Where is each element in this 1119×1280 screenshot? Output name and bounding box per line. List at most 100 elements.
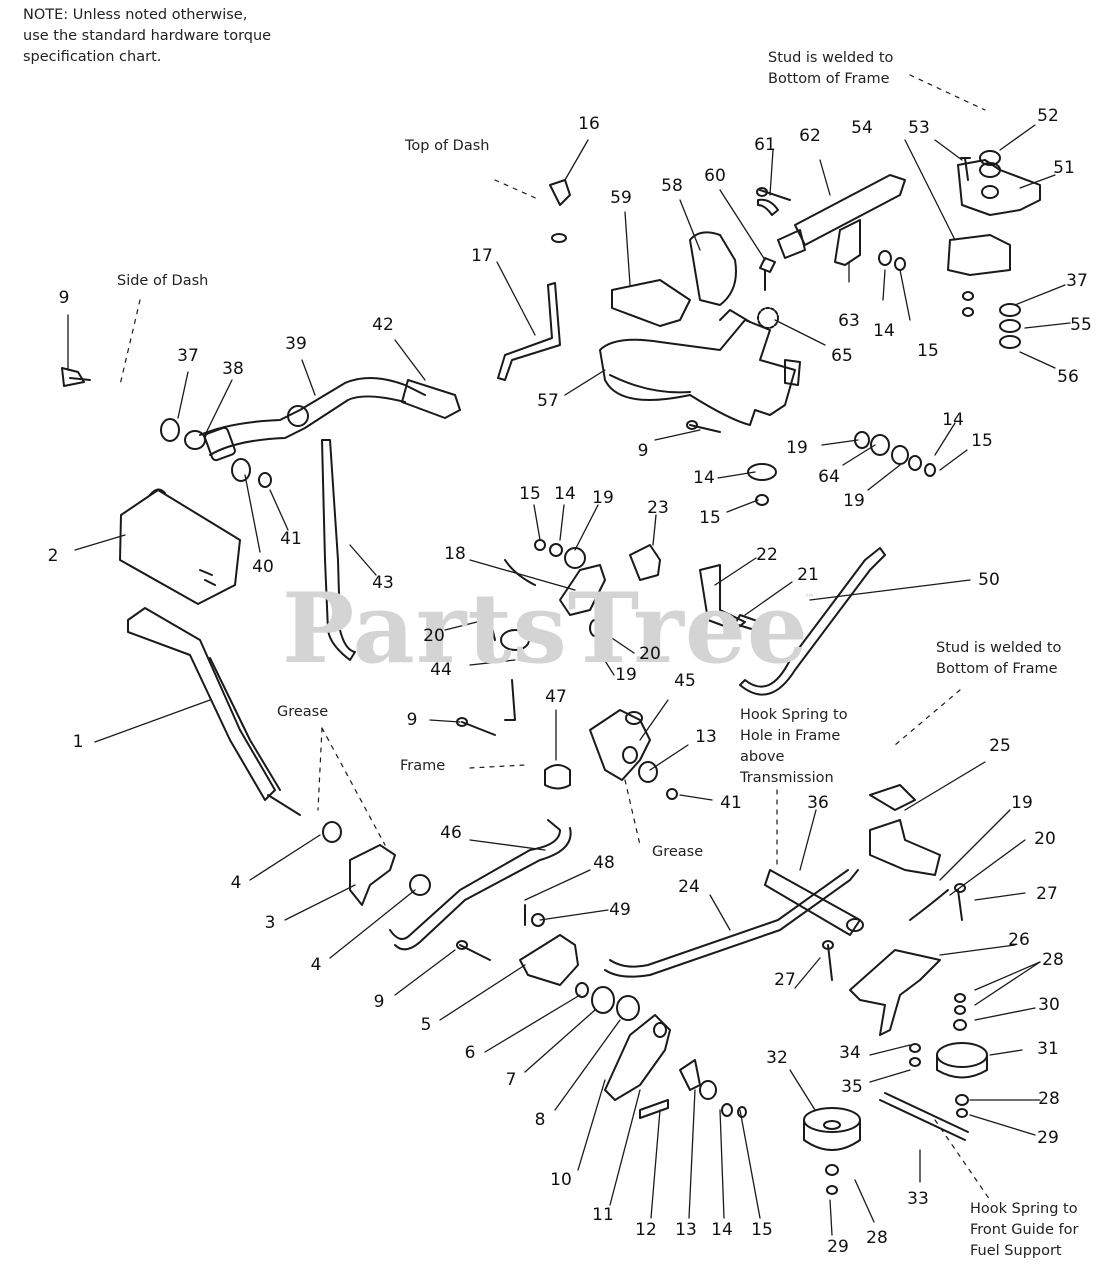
callout-number: 9	[58, 288, 70, 308]
callout-number: 12	[635, 1220, 657, 1240]
callout-number: 36	[807, 793, 829, 813]
callout-number: 18	[444, 544, 466, 564]
callout-number: 49	[609, 900, 631, 920]
callout-number: 51	[1053, 158, 1075, 178]
callout-number: 20	[1034, 829, 1056, 849]
callout-number: 30	[1038, 995, 1060, 1015]
callout-number: 45	[674, 671, 696, 691]
watermark-trademark: ™	[804, 592, 815, 605]
callout-number: 15	[751, 1220, 773, 1240]
callout-number: 19	[843, 491, 865, 511]
callout-number: 40	[252, 557, 274, 577]
callout-number: 17	[471, 246, 493, 266]
callout-number: 19	[786, 438, 808, 458]
callout-number: 53	[908, 118, 930, 138]
callout-number: 20	[639, 644, 661, 664]
callout-number: 27	[774, 970, 796, 990]
callout-number: 46	[440, 823, 462, 843]
callout-number: 16	[578, 114, 600, 134]
callout-number: 34	[839, 1043, 861, 1063]
callout-number: 10	[550, 1170, 572, 1190]
callout-number: 48	[593, 853, 615, 873]
side-of-dash-note: Side of Dash	[117, 273, 209, 289]
callout-number: 21	[797, 565, 819, 585]
callout-number: 20	[423, 626, 445, 646]
callout-number: 13	[675, 1220, 697, 1240]
callout-number: 41	[720, 793, 742, 813]
callout-number: 63	[838, 311, 860, 331]
callout-number: 39	[285, 334, 307, 354]
callout-number: 15	[917, 341, 939, 361]
callout-number: 19	[1011, 793, 1033, 813]
callout-number: 8	[534, 1110, 546, 1130]
callout-number: 15	[519, 484, 541, 504]
callout-number: 41	[280, 529, 302, 549]
watermark: PartsTree	[282, 572, 809, 685]
callout-number: 11	[592, 1205, 614, 1225]
callout-number: 15	[971, 431, 993, 451]
callout-number: 9	[373, 992, 385, 1012]
callout-number: 37	[177, 346, 199, 366]
callout-number: 44	[430, 660, 452, 680]
callout-number: 25	[989, 736, 1011, 756]
callout-number: 55	[1070, 315, 1092, 335]
stud-note-top: Stud is welded to Bottom of Frame	[768, 50, 894, 87]
callout-number: 31	[1037, 1039, 1059, 1059]
callout-number: 2	[47, 546, 59, 566]
callout-number: 27	[1036, 884, 1058, 904]
callout-number: 58	[661, 176, 683, 196]
callout-number: 24	[678, 877, 700, 897]
callout-number: 26	[1008, 930, 1030, 950]
callout-number: 37	[1066, 271, 1088, 291]
leader-lines	[67, 124, 1071, 1236]
callout-number: 29	[1037, 1128, 1059, 1148]
throttle-lever-assembly	[61, 367, 461, 661]
callout-number: 57	[537, 391, 559, 411]
upper-right-brackets	[756, 150, 1041, 349]
upper-center-parts	[497, 179, 801, 433]
note-leaders	[119, 74, 991, 1201]
brake-pedal-assembly	[127, 607, 747, 1119]
callout-number: 28	[866, 1228, 888, 1248]
callout-number: 14	[554, 484, 576, 504]
callout-number: 15	[699, 508, 721, 528]
callout-number: 28	[1038, 1089, 1060, 1109]
callout-number: 54	[851, 118, 873, 138]
callout-number: 14	[711, 1220, 733, 1240]
top-of-dash-note: Top of Dash	[405, 138, 490, 154]
callout-number: 42	[372, 315, 394, 335]
callout-number: 7	[505, 1070, 517, 1090]
callout-number: 61	[754, 135, 776, 155]
hook-spring-frame-note: Hook Spring to Hole in Frame above Trans…	[740, 707, 848, 786]
hardware-note: NOTE: Unless noted otherwise, use the st…	[23, 7, 272, 65]
callout-number: 65	[831, 346, 853, 366]
callout-number: 14	[942, 410, 964, 430]
callout-number: 9	[637, 441, 649, 461]
callout-number: 14	[873, 321, 895, 341]
hook-spring-front-note: Hook Spring to Front Guide for Fuel Supp…	[970, 1201, 1079, 1259]
callout-number: 4	[230, 873, 242, 893]
callout-number: 38	[222, 359, 244, 379]
callout-number: 23	[647, 498, 669, 518]
callout-number: 59	[610, 188, 632, 208]
callout-number: 19	[592, 488, 614, 508]
callout-number: 56	[1057, 367, 1079, 387]
callout-number: 60	[704, 166, 726, 186]
callout-number: 35	[841, 1077, 863, 1097]
callout-number: 14	[693, 468, 715, 488]
callout-number: 62	[799, 126, 821, 146]
callout-number: 33	[907, 1189, 929, 1209]
callout-number: 13	[695, 727, 717, 747]
callout-number: 52	[1037, 106, 1059, 126]
callout-number: 5	[420, 1015, 432, 1035]
callout-number: 32	[766, 1048, 788, 1068]
middle-linkage-parts	[456, 431, 936, 800]
callout-number: 9	[406, 710, 418, 730]
callout-number: 1	[72, 732, 84, 752]
lower-right-assembly	[604, 784, 988, 1195]
callout-number: 29	[827, 1237, 849, 1257]
grease-note-left: Grease	[277, 704, 329, 720]
callout-number: 3	[264, 913, 276, 933]
